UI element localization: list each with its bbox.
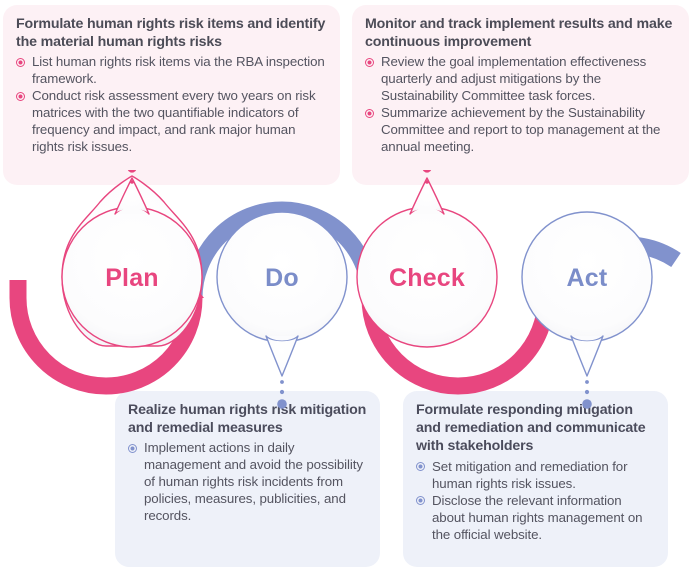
list-item-text: Summarize achievement by the Sustainabil… bbox=[381, 105, 661, 155]
bullet-dot-icon bbox=[16, 57, 25, 67]
card-check-bullets: Review the goal implementation effective… bbox=[365, 53, 676, 155]
connector-dot-icon bbox=[277, 399, 287, 409]
connector-dot-icon bbox=[425, 180, 429, 184]
card-plan-title: Formulate human rights risk items and id… bbox=[16, 16, 326, 51]
list-item: Set mitigation and remediation for human… bbox=[416, 458, 655, 492]
list-item-text: Conduct risk assessment every two years … bbox=[32, 88, 316, 155]
arc-pink-check bbox=[361, 297, 555, 395]
list-item: Review the goal implementation effective… bbox=[365, 53, 676, 104]
connector-dot-icon bbox=[585, 380, 589, 384]
stage-label-plan: Plan bbox=[105, 264, 159, 292]
connector-dot-icon bbox=[130, 180, 134, 184]
list-item: Implement actions in daily management an… bbox=[128, 439, 367, 524]
card-plan-bullets: List human rights risk items via the RBA… bbox=[16, 53, 327, 155]
connector-dot-icon bbox=[127, 170, 137, 173]
list-item: List human rights risk items via the RBA… bbox=[16, 53, 327, 87]
connector-dot-icon bbox=[279, 389, 285, 395]
connector-dot-icon bbox=[582, 399, 592, 409]
pdca-cycle-diagram: Plan Do Check Act bbox=[9, 170, 681, 409]
stage-plan[interactable]: Plan bbox=[61, 175, 203, 348]
card-check: Monitor and track implement results and … bbox=[352, 5, 689, 185]
stage-label-check: Check bbox=[389, 264, 465, 292]
bullet-dot-icon bbox=[16, 91, 25, 101]
act-pointer bbox=[570, 335, 604, 377]
card-do: Realize human rights risk mitigation and… bbox=[115, 391, 380, 567]
connector-check bbox=[422, 170, 432, 184]
connector-do bbox=[277, 380, 287, 409]
list-item-text: Disclose the relevant information about … bbox=[432, 492, 643, 542]
list-item-text: Set mitigation and remediation for human… bbox=[432, 458, 628, 491]
card-do-title: Realize human rights risk mitigation and… bbox=[128, 402, 367, 437]
connector-dot-icon bbox=[280, 380, 284, 384]
bullet-dot-icon bbox=[416, 461, 425, 471]
stage-label-do: Do bbox=[265, 264, 299, 292]
card-do-bullets: Implement actions in daily management an… bbox=[128, 439, 367, 524]
stage-check[interactable]: Check bbox=[356, 177, 498, 348]
list-item: Conduct risk assessment every two years … bbox=[16, 87, 327, 155]
stage-act[interactable]: Act bbox=[521, 211, 653, 377]
bullet-dot-icon bbox=[365, 108, 374, 118]
connector-plan bbox=[127, 170, 137, 184]
connector-act bbox=[582, 380, 592, 409]
list-item: Summarize achievement by the Sustainabil… bbox=[365, 104, 676, 155]
stage-label-act: Act bbox=[567, 264, 608, 292]
list-item: Disclose the relevant information about … bbox=[416, 492, 655, 543]
card-check-title: Monitor and track implement results and … bbox=[365, 16, 673, 51]
card-act: Formulate responding mitigation and reme… bbox=[403, 391, 668, 567]
list-item-text: Review the goal implementation effective… bbox=[381, 54, 647, 104]
card-act-title: Formulate responding mitigation and reme… bbox=[416, 402, 646, 455]
arc-pink-plan bbox=[9, 280, 203, 395]
bullet-dot-icon bbox=[128, 443, 137, 453]
card-plan: Formulate human rights risk items and id… bbox=[3, 5, 340, 185]
stage-do[interactable]: Do bbox=[216, 211, 348, 377]
bullet-dot-icon bbox=[365, 57, 374, 67]
list-item-text: List human rights risk items via the RBA… bbox=[32, 54, 325, 87]
bullet-dot-icon bbox=[416, 495, 425, 505]
connector-dot-icon bbox=[584, 389, 590, 395]
connector-dot-icon bbox=[422, 170, 432, 173]
list-item-text: Implement actions in daily management an… bbox=[144, 440, 363, 524]
card-act-bullets: Set mitigation and remediation for human… bbox=[416, 458, 655, 543]
do-pointer bbox=[265, 335, 299, 377]
